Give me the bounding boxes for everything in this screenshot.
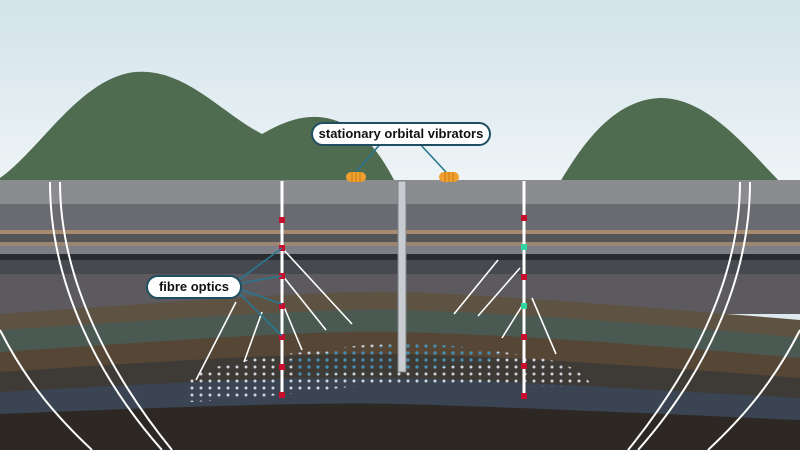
fibre-sensor [521,393,527,399]
vibrator-icon [439,172,459,182]
fibre-optics-leader-lines [235,247,283,337]
fibre-sensor [279,392,285,398]
ray-paths-left [195,247,353,381]
fibre-sensor [279,217,285,223]
vibrators-callout: stationary orbital vibrators [311,122,491,146]
fibre-sensor-active [521,244,527,250]
fibre-sensor [521,334,527,340]
hill-right [560,98,780,182]
fibre-sensor [521,274,527,280]
fibre-sensor [279,303,285,309]
fibre-sensor [279,334,285,340]
fibre-sensor [521,363,527,369]
fibre-sensor-active [521,303,527,309]
vibrator-leader-lines [355,141,447,173]
seismic-wave-arcs [0,181,800,450]
vibrator-icon [346,172,366,182]
fibre-sensor [279,364,285,370]
fibre-optics-callout: fibre optics [146,275,242,299]
ray-paths-right [453,259,557,355]
injection-well [397,180,407,373]
hill-left [0,71,395,182]
sensors-right-well [521,215,527,399]
fibre-sensor [521,215,527,221]
